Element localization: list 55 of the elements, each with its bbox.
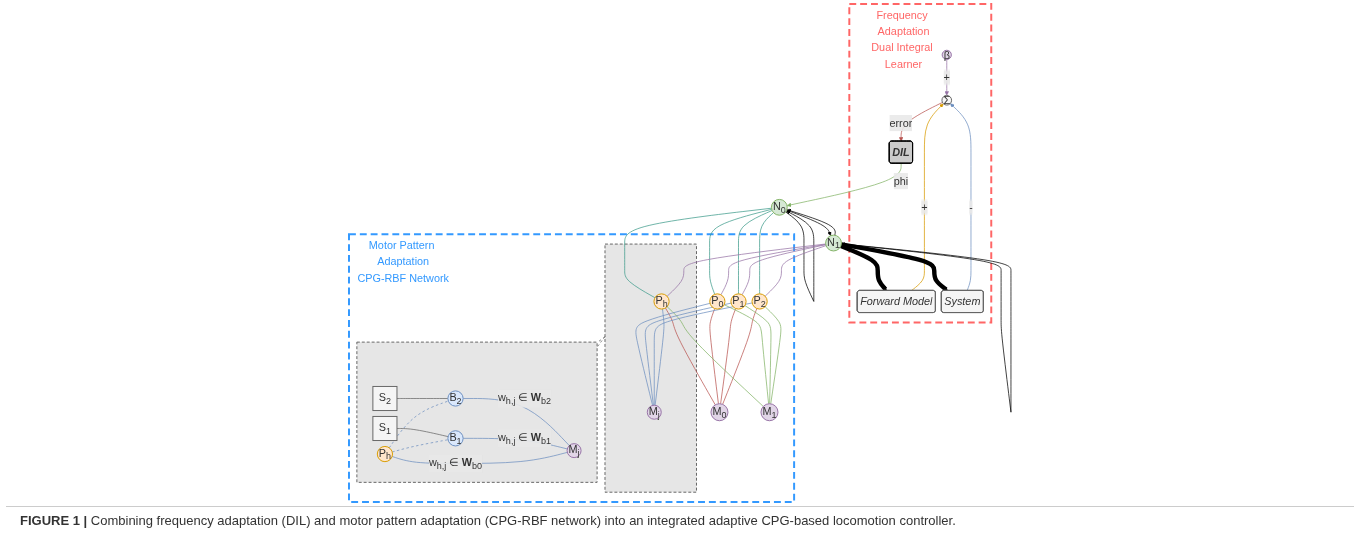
node-circle: M$_{j}$ — [566, 443, 582, 459]
connector-line — [654, 308, 665, 406]
connector-line — [635, 302, 711, 406]
connector-line — [764, 245, 827, 297]
node-box: S$_{2}$ — [372, 385, 398, 412]
edge-label: + — [921, 201, 928, 214]
edge-label: w$_{h,j}$ ∈ W$_{b0}$ — [429, 456, 483, 471]
edge-label: + — [943, 71, 950, 84]
connector-line — [722, 308, 758, 405]
node-circle: P$_{2}$ — [751, 293, 768, 310]
node-circle: N$_{1}$ — [825, 234, 842, 252]
connector-line — [764, 306, 782, 405]
connector-line — [396, 398, 449, 399]
node-circle: P$_{1}$ — [730, 293, 747, 310]
edge-label: error — [889, 116, 913, 130]
connector-line — [720, 308, 737, 405]
edge-label: phi — [893, 175, 909, 188]
node-circle: M$_{0}$ — [710, 403, 729, 422]
connector-line — [653, 302, 753, 406]
arrow — [841, 242, 1012, 413]
connector-line — [744, 305, 772, 405]
cluster — [356, 341, 598, 483]
connector-line — [391, 439, 449, 453]
cluster — [604, 243, 697, 493]
connector-line — [666, 243, 827, 297]
connector-line — [596, 336, 606, 348]
edge-label: w$_{h,j}$ ∈ W$_{b1}$ — [498, 431, 552, 446]
connector-line — [396, 428, 449, 437]
node-circle: β — [941, 49, 952, 60]
node-circle: P$_{0}$ — [709, 293, 726, 310]
node-circle: M$_{1}$ — [760, 403, 779, 422]
connector-line — [624, 207, 772, 299]
node-circle: P$_{h}$ — [653, 293, 670, 310]
connector-line — [741, 244, 827, 296]
edge-label: - — [969, 201, 973, 214]
node-circle: P$_{h}$ — [376, 445, 394, 463]
connector-line — [709, 308, 719, 405]
connector-line — [759, 212, 774, 295]
node-circle: Σ — [941, 94, 953, 106]
arrow — [785, 210, 815, 302]
connector-line — [709, 208, 773, 295]
figure-caption: FIGURE 1 | Combining frequency adaptation (DIL) and motor pattern adaptation (CPG-RBF network) into an integrated adaptive CPG-based locomotion controller. — [6, 506, 1354, 538]
edge-label: w$_{h,j}$ ∈ W$_{b2}$ — [498, 391, 552, 406]
node-circle: B$_{1}$ — [447, 430, 464, 447]
node-circle: N$_{0}$ — [770, 198, 788, 216]
connector-line — [840, 242, 948, 292]
node-box: S$_{1}$ — [372, 415, 398, 442]
connector-line — [644, 302, 732, 406]
connector-line — [665, 307, 716, 406]
connector-line — [388, 400, 449, 449]
node-circle: M$_{j}$ — [646, 404, 662, 420]
connector-line — [738, 210, 773, 295]
connector-line — [723, 304, 769, 405]
connector-line — [666, 306, 764, 407]
node-circle: B$_{2}$ — [447, 390, 464, 407]
